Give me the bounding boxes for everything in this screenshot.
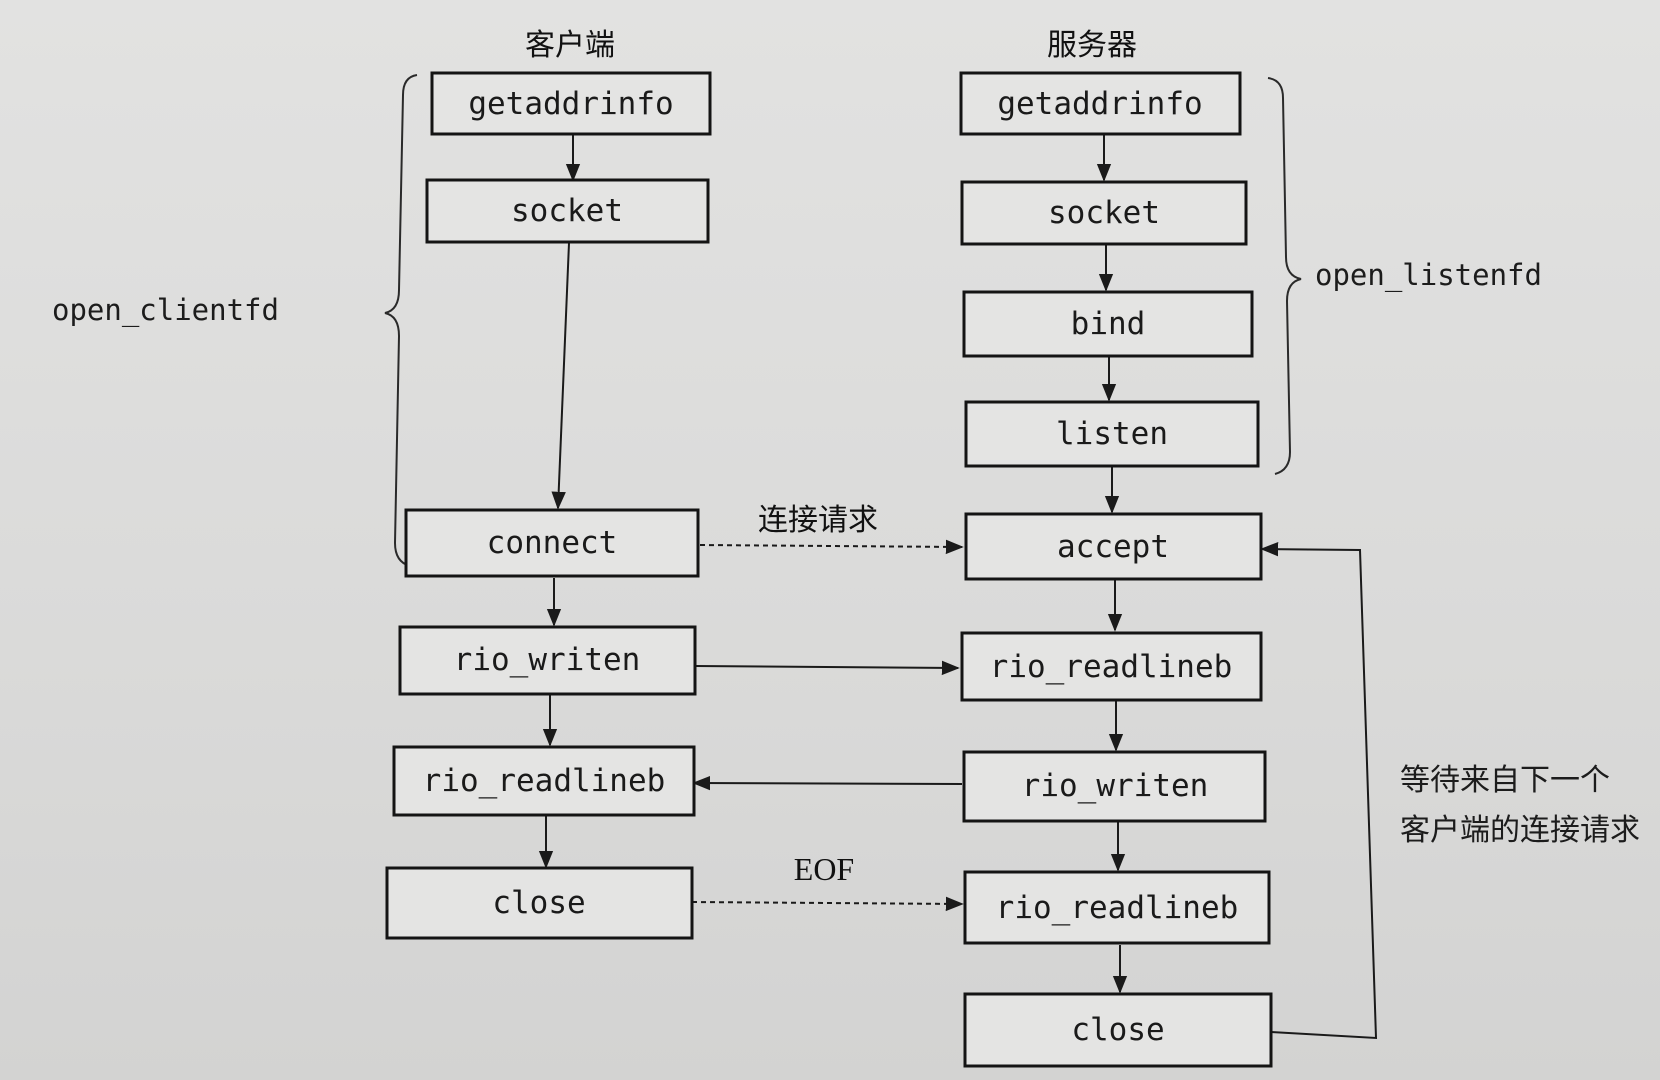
node-s-accept: accept bbox=[964, 512, 1263, 581]
svg-text:getaddrinfo: getaddrinfo bbox=[997, 86, 1202, 122]
node-s-bind: bind bbox=[962, 290, 1254, 358]
node-s-socket: socket bbox=[960, 180, 1248, 246]
client-header: 客户端 bbox=[525, 28, 615, 63]
node-s-rio-writen: rio_writen bbox=[962, 750, 1267, 823]
svg-text:rio_readlineb: rio_readlineb bbox=[423, 763, 666, 799]
open-clientfd-brace bbox=[384, 74, 418, 567]
open-clientfd-label: open_clientfd bbox=[52, 293, 279, 328]
svg-text:listen: listen bbox=[1056, 416, 1168, 452]
svg-text:rio_writen: rio_writen bbox=[454, 642, 641, 678]
node-s-close: close bbox=[963, 992, 1273, 1068]
svg-text:getaddrinfo: getaddrinfo bbox=[468, 86, 673, 122]
node-c-getaddrinfo: getaddrinfo bbox=[430, 71, 712, 136]
edges bbox=[538, 135, 1378, 1040]
svg-text:rio_readlineb: rio_readlineb bbox=[990, 649, 1233, 685]
loop-note-line1: 等待来自下一个 bbox=[1400, 763, 1610, 798]
svg-text:close: close bbox=[492, 885, 585, 921]
node-c-socket: socket bbox=[425, 178, 710, 244]
server-header: 服务器 bbox=[1047, 28, 1137, 63]
connection-request-label: 连接请求 bbox=[758, 503, 878, 538]
svg-text:connect: connect bbox=[487, 525, 618, 561]
node-s-getaddrinfo: getaddrinfo bbox=[959, 71, 1242, 136]
loop-note-line2: 客户端的连接请求 bbox=[1400, 813, 1640, 848]
edge-s-close-accept-loop bbox=[1260, 541, 1378, 1040]
node-s-listen: listen bbox=[964, 400, 1260, 468]
edge-s-rio-writen-c-rio-readlineb bbox=[692, 775, 963, 791]
svg-text:socket: socket bbox=[511, 193, 623, 229]
node-c-rio-writen: rio_writen bbox=[398, 625, 697, 696]
svg-text:bind: bind bbox=[1071, 306, 1146, 342]
svg-text:socket: socket bbox=[1048, 195, 1160, 231]
svg-text:rio_writen: rio_writen bbox=[1022, 768, 1209, 804]
open-listenfd-label: open_listenfd bbox=[1315, 258, 1542, 293]
node-s-rio-readlineb-1: rio_readlineb bbox=[960, 631, 1263, 702]
node-c-rio-readlineb: rio_readlineb bbox=[392, 745, 696, 817]
node-c-close: close bbox=[385, 866, 694, 940]
node-c-connect: connect bbox=[404, 508, 700, 578]
svg-text:accept: accept bbox=[1057, 529, 1169, 565]
open-listenfd-brace bbox=[1267, 77, 1302, 475]
edge-c-socket-connect bbox=[551, 242, 570, 510]
edge-connect-accept bbox=[699, 539, 964, 555]
svg-text:rio_readlineb: rio_readlineb bbox=[996, 890, 1239, 926]
edge-close-eof bbox=[691, 896, 964, 912]
edge-rio-writen-rio-readlineb bbox=[694, 660, 960, 676]
node-s-rio-readlineb-2: rio_readlineb bbox=[963, 870, 1271, 945]
eof-label: EOF bbox=[794, 851, 854, 887]
svg-text:close: close bbox=[1071, 1012, 1164, 1048]
